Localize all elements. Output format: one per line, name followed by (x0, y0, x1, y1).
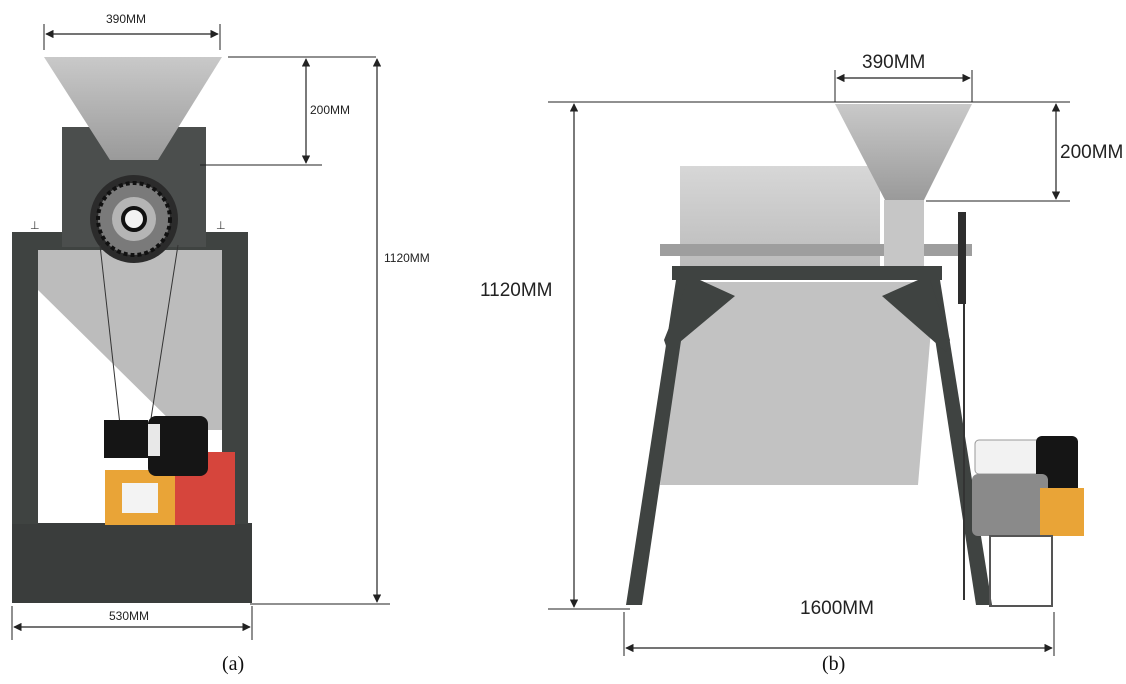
front-bolt-right: ⊥ (216, 220, 226, 232)
front-bolt-left: ⊥ (30, 220, 40, 232)
front-hopper (44, 57, 222, 160)
side-hopper-height-label: 200MM (1060, 142, 1123, 163)
front-base (12, 523, 252, 603)
front-motor-black-body (148, 416, 208, 476)
front-belt-left (99, 244, 121, 426)
side-tabletop (672, 266, 942, 280)
side-hopper-width-label: 390MM (862, 52, 925, 73)
side-leg-left (626, 280, 690, 605)
front-motor-black-block (104, 420, 148, 458)
front-view: ⊥ ⊥ (12, 57, 252, 603)
caption-a: (a) (222, 653, 244, 675)
front-motor-white (148, 424, 160, 456)
side-lower-panel (660, 282, 935, 485)
side-pulley (958, 212, 966, 304)
front-motor-face (122, 483, 158, 513)
side-length-label: 1600MM (800, 598, 874, 619)
front-belt-right (149, 244, 179, 426)
side-view (626, 104, 1084, 607)
side-motor-orange (1040, 488, 1084, 536)
front-hopper-width-label: 390MM (106, 12, 146, 26)
front-chute-panel (38, 250, 222, 430)
front-rotor-shaft (121, 206, 147, 232)
side-hopper-neck (884, 200, 924, 268)
front-total-height-label: 1120MM (384, 251, 430, 265)
side-hopper (835, 104, 972, 200)
side-motor-grey (972, 474, 1048, 536)
front-hopper-height-label: 200MM (310, 103, 350, 117)
side-motor-stand (989, 535, 1053, 607)
caption-b: (b) (822, 653, 845, 675)
side-motor-white (974, 439, 1044, 475)
front-dimensions: 390MM 200MM 1120MM 530MM (11, 12, 430, 640)
side-brace-left (664, 280, 735, 352)
side-brace-right (882, 280, 950, 352)
side-shaft (660, 244, 972, 256)
side-total-height-label: 1120MM (480, 280, 553, 301)
side-dimensions: 390MM 200MM 1120MM 1600MM (480, 52, 1123, 656)
front-base-width-label: 530MM (109, 609, 149, 623)
front-left-post (12, 232, 38, 524)
